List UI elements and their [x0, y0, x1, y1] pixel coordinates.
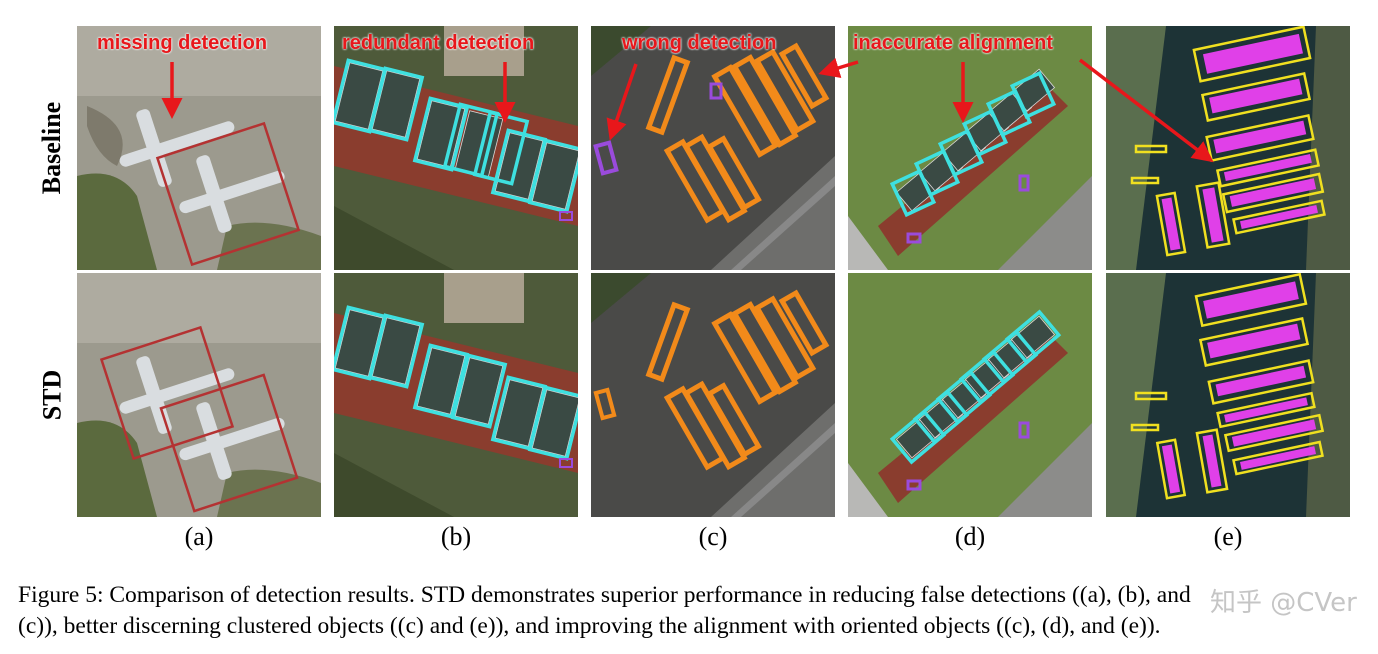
caption-line-1: Figure 5: Comparison of detection result… [18, 582, 1191, 608]
court-box [1004, 309, 1062, 365]
airplane-image [119, 109, 285, 233]
court-box [935, 369, 993, 425]
panel-c-baseline [591, 26, 835, 270]
annotation-redundant-detection: redundant detection [342, 32, 535, 54]
vehicle-box [711, 311, 779, 405]
vehicle-box [753, 295, 817, 381]
panel-c-std [591, 273, 835, 517]
court-box [367, 66, 425, 142]
panel-b-baseline [334, 26, 578, 270]
small-vehicle-box [559, 458, 573, 468]
court-box [958, 349, 1016, 405]
vehicle-box [645, 54, 691, 136]
column-label-b: (b) [440, 522, 472, 551]
small-vehicle-box [1018, 174, 1030, 192]
court-box [412, 96, 470, 172]
court-box [442, 102, 500, 178]
panel-b-std [334, 273, 578, 517]
small-vehicle-box [906, 232, 922, 244]
vehicle-box [645, 301, 691, 383]
panel-e-std [1106, 273, 1350, 517]
vehicle-box [706, 135, 762, 211]
watermark: 知乎 @CVer [1210, 588, 1357, 618]
vehicle-box [731, 54, 799, 148]
vehicle-box [711, 64, 779, 158]
small-vehicle-box [1018, 421, 1030, 439]
column-label-c: (c) [698, 522, 728, 551]
row-label-baseline: Baseline [37, 101, 67, 195]
plane-box [159, 373, 299, 513]
small-vehicle-box [709, 82, 723, 100]
annotation-wrong-detection: wrong detection [622, 32, 777, 54]
court-box [367, 313, 425, 389]
small-vehicle-box [906, 479, 922, 491]
column-label-a: (a) [184, 522, 214, 551]
court-box [527, 138, 578, 214]
vehicle-box [778, 289, 830, 357]
small-vehicle-box [593, 140, 619, 176]
annotation-inaccurate-alignment: inaccurate alignment [853, 32, 1054, 54]
vehicle-box [593, 387, 617, 421]
row-label-std: STD [37, 369, 67, 421]
panel-d-std [848, 273, 1092, 517]
column-label-d: (d) [954, 522, 986, 551]
court-box [981, 329, 1039, 385]
vehicle-box [753, 48, 817, 134]
vehicle-box [778, 42, 830, 110]
panel-a-std [77, 273, 321, 517]
annotation-missing-detection: missing detection [97, 32, 268, 54]
plane-box [99, 325, 235, 461]
court-box [889, 409, 947, 465]
ship-cluster [1161, 281, 1317, 494]
court-box [912, 389, 970, 445]
column-label-e: (e) [1213, 522, 1243, 551]
figure-caption: Figure 5: Comparison of detection result… [18, 580, 1363, 642]
vehicle-box [706, 382, 762, 458]
panel-d-baseline [848, 26, 1092, 270]
vehicle-box [731, 301, 799, 395]
caption-line-2: (c)), better discerning clustered object… [18, 613, 1161, 639]
court-box [527, 385, 578, 461]
court-box [450, 353, 508, 429]
panel-e-baseline [1106, 26, 1350, 270]
plane-box [155, 121, 301, 267]
ship-cluster [1161, 33, 1318, 251]
panel-a-baseline [77, 26, 321, 270]
small-vehicle-box [559, 211, 573, 221]
court-box [1009, 70, 1057, 120]
